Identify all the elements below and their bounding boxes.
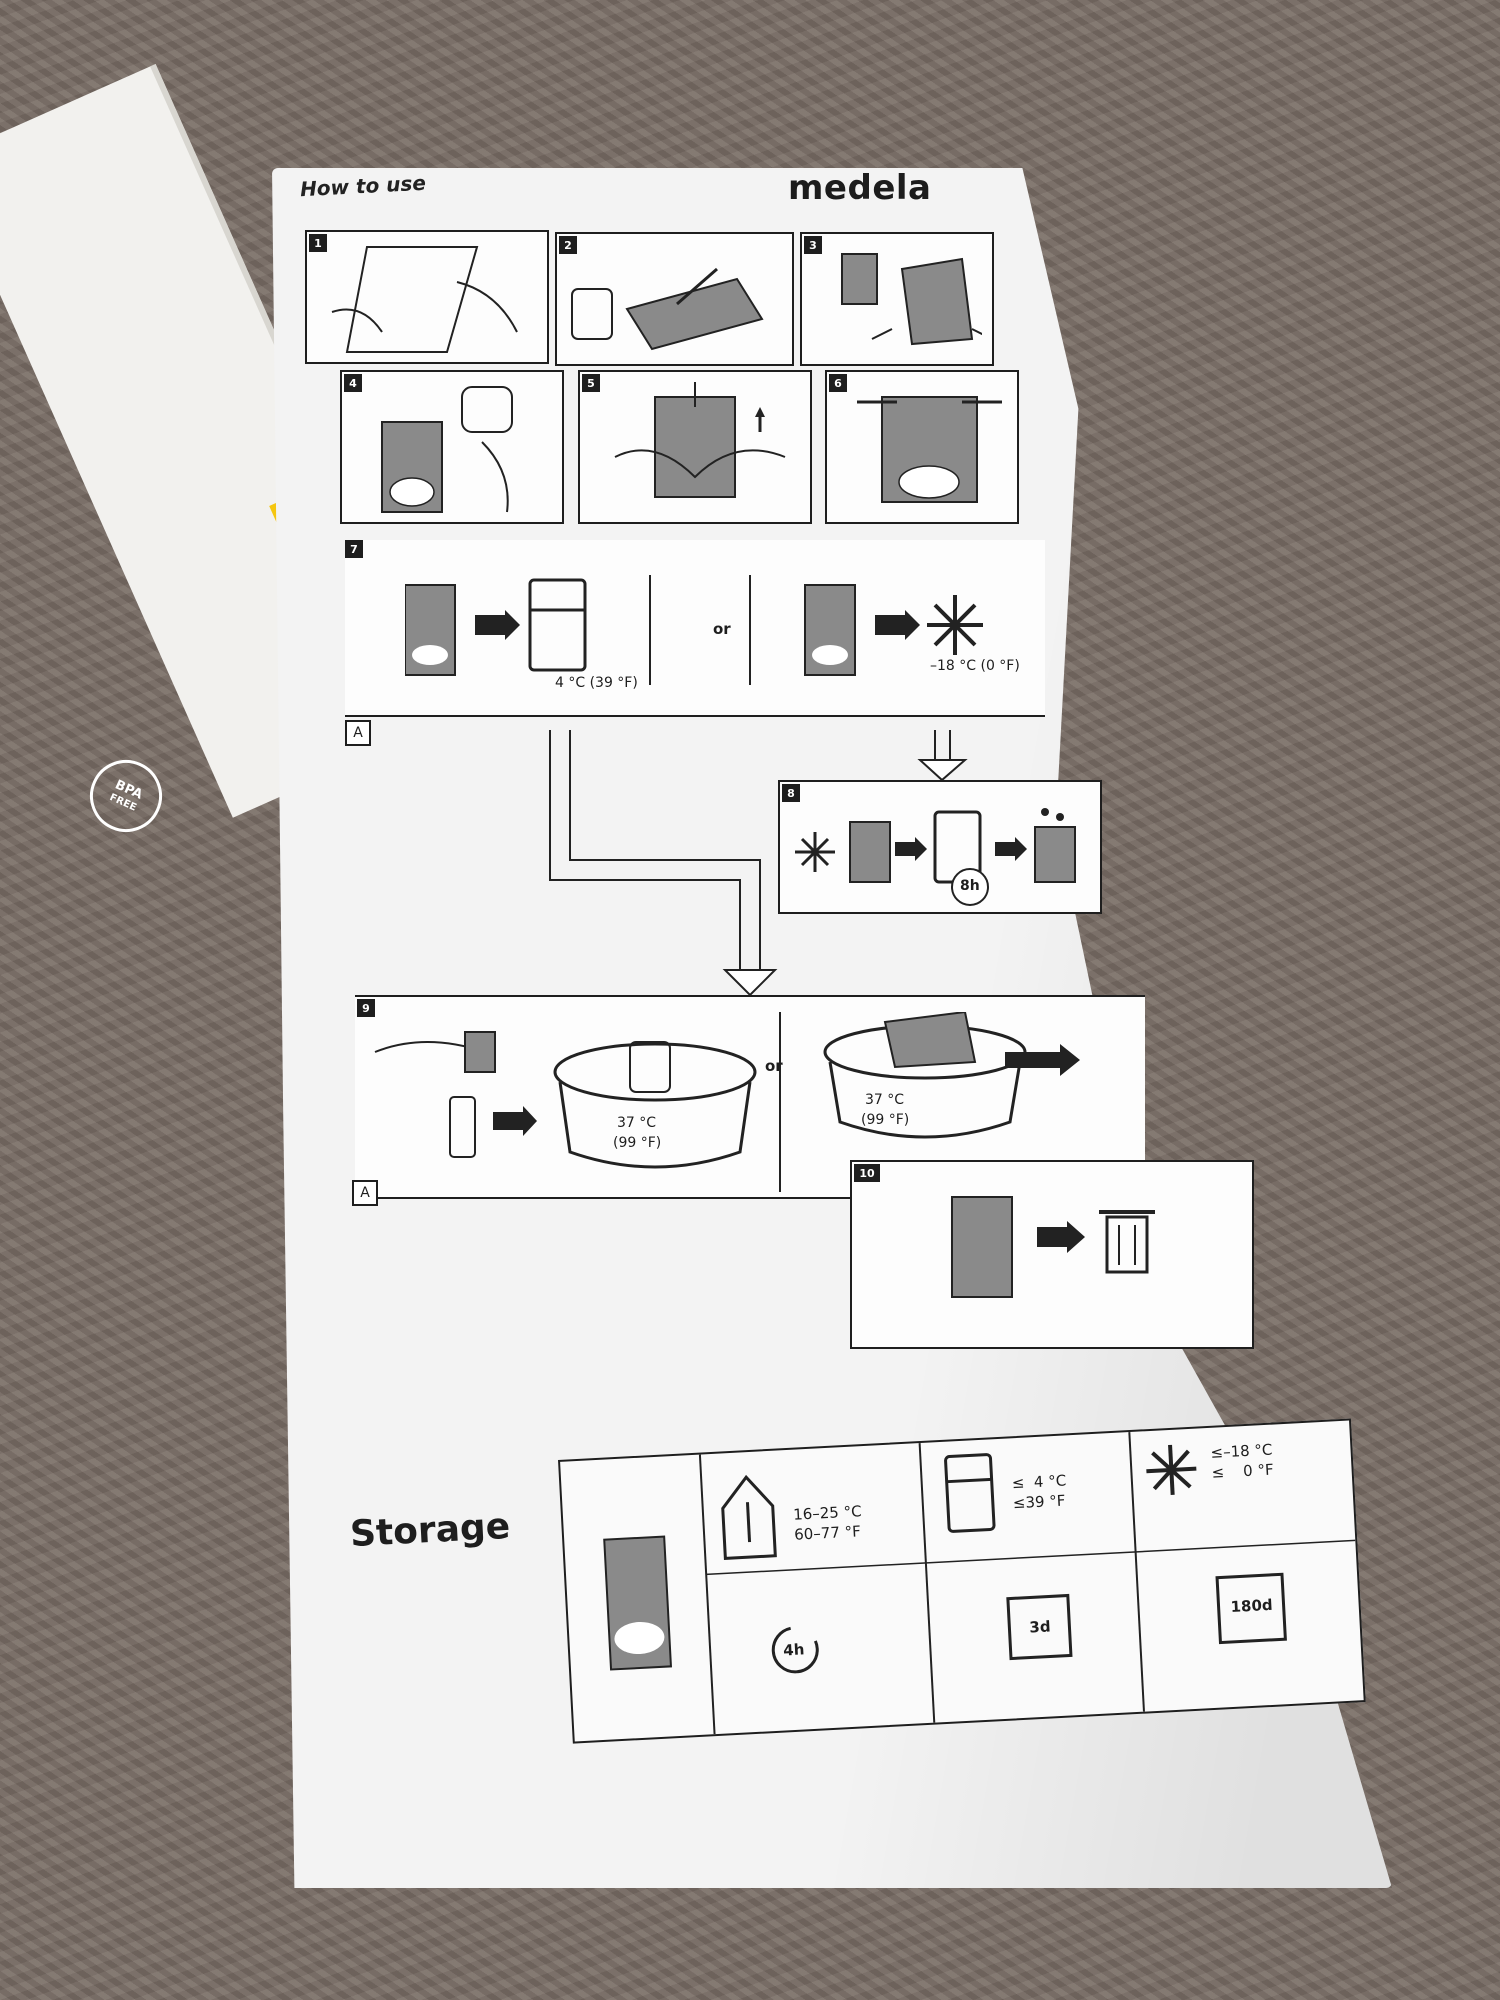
- step-5-number: 5: [582, 374, 600, 392]
- warm-temp-2-label: 37 °C: [865, 1092, 905, 1108]
- step-2-number: 2: [559, 236, 577, 254]
- discard-bag-illustration: [951, 1196, 1155, 1298]
- freezer-temperature-label: –18 °C (0 °F): [930, 658, 1020, 674]
- fridge-temperature-label: 4 °C (39 °F): [555, 675, 638, 691]
- step-6-number: 6: [829, 374, 847, 392]
- step-2-panel: 2: [555, 232, 794, 366]
- step-4-panel: 4: [340, 370, 564, 524]
- warm-temp-1-label: 37 °C: [617, 1115, 657, 1131]
- step-3-panel: 3: [800, 232, 994, 366]
- thaw-time-label: 8h: [960, 878, 980, 894]
- open-bag-illustration: [841, 253, 982, 346]
- freezer-storage-temp-label: ≤–18 °C ≤ 0 °F: [1210, 1440, 1275, 1483]
- seal-bag-illustration: [857, 396, 1002, 503]
- step-8-number: 8: [782, 784, 800, 802]
- step-7-panel: 7 4 °C (39 °F) or –18 °C (0 °F): [345, 540, 1045, 717]
- how-to-use-heading: How to use: [299, 170, 427, 202]
- store-options-illustration: [405, 575, 983, 685]
- pour-milk-illustration: [381, 386, 513, 513]
- step-1-panel: 1: [305, 230, 549, 364]
- room-temperature-label: 16–25 °C 60–77 °F: [792, 1502, 862, 1544]
- step-10-number: 10: [854, 1164, 880, 1182]
- thaw-in-fridge-illustration: [795, 808, 1076, 906]
- warm-temp-2-f-label: (99 °F): [861, 1112, 910, 1128]
- bpa-free-badge: BPA FREE: [78, 748, 174, 844]
- storage-heading: Storage: [349, 1505, 512, 1556]
- tear-bag-illustration: [331, 246, 518, 353]
- remove-air-illustration: [614, 382, 786, 498]
- step-7-number: 7: [345, 540, 363, 558]
- warm-milk-illustration: [374, 1012, 1080, 1192]
- package-header: How to use medela: [299, 168, 1000, 216]
- medela-logo: medela: [788, 168, 932, 208]
- fridge-storage-temp-label: ≤ 4 °C ≤39 °F: [1011, 1471, 1067, 1513]
- fridge-time-label: 3d: [1028, 1617, 1052, 1637]
- step-6-panel: 6: [825, 370, 1019, 524]
- storage-table: 16–25 °C 60–77 °F 4h ≤ 4 °C ≤39 °F 3d ≤–…: [558, 1418, 1366, 1744]
- step-9-number: 9: [357, 999, 375, 1017]
- room-time-label: 4h: [782, 1640, 805, 1660]
- step-3-number: 3: [804, 236, 822, 254]
- step-5-panel: 5: [578, 370, 812, 524]
- freezer-time-label: 180d: [1230, 1595, 1274, 1616]
- step-10-panel: 10: [850, 1160, 1254, 1349]
- write-label-illustration: [571, 267, 764, 351]
- step-1-number: 1: [309, 234, 327, 252]
- warm-temp-1-f-label: (99 °F): [613, 1135, 662, 1151]
- or-label-1: or: [713, 620, 731, 638]
- step-4-number: 4: [344, 374, 362, 392]
- section-a-marker-2: A: [352, 1180, 378, 1206]
- section-a-marker-1: A: [345, 720, 371, 746]
- step-8-panel: 8 8h: [778, 780, 1102, 914]
- or-label-2: or: [765, 1057, 783, 1075]
- flow-arrows: [549, 730, 968, 997]
- storage-grid: [603, 1432, 1356, 1735]
